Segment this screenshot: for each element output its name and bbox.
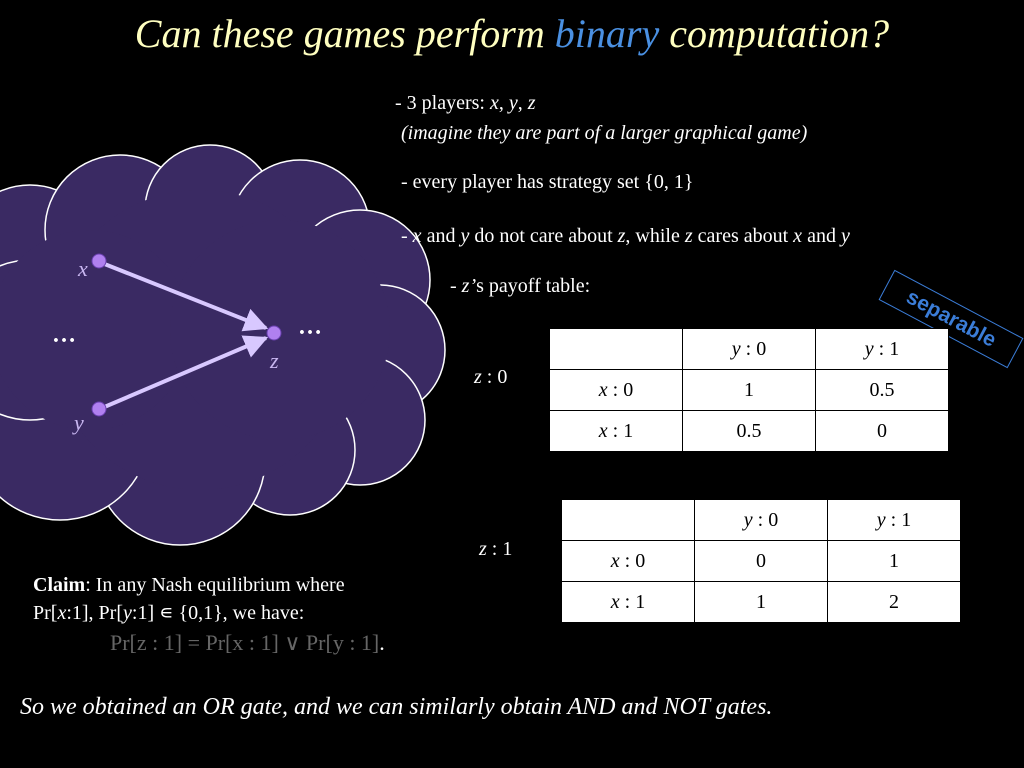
bullet-payoff: - z’s payoff table: xyxy=(450,275,591,297)
table-cell: 1 xyxy=(827,540,961,582)
cloud-graph xyxy=(0,144,446,546)
node-x xyxy=(91,253,107,269)
table-header-cell: y : 0 xyxy=(682,328,816,370)
table-cell: 1 xyxy=(682,369,816,411)
claim-line-1: Claim: In any Nash equilibrium where xyxy=(33,574,345,596)
table-row: x : 0 0 1 xyxy=(561,540,961,582)
dots-left: … xyxy=(52,322,76,348)
claim-text: Claim: In any Nash equilibrium where Pr[… xyxy=(33,571,345,627)
bullet-strategy: - every player has strategy set {0, 1} xyxy=(401,171,694,193)
footer-conclusion: So we obtained an OR gate, and we can si… xyxy=(20,694,773,720)
table-cell: 0.5 xyxy=(682,410,816,452)
table-corner-cell xyxy=(549,328,683,370)
bullet-players-note: (imagine they are part of a larger graph… xyxy=(401,122,808,144)
payoff-table-z0: y : 0 y : 1 x : 0 1 0.5 x : 1 0.5 0 xyxy=(549,328,949,452)
claim-formula: Pr[z : 1] = Pr[x : 1] ∨ Pr[y : 1]. xyxy=(110,630,385,655)
label-y: y xyxy=(74,410,84,435)
slide-title: Can these games perform binary computati… xyxy=(0,10,1024,57)
dots-right: … xyxy=(298,314,322,340)
table-header-cell: y : 0 xyxy=(694,499,828,541)
title-prefix: Can these games perform xyxy=(134,11,555,56)
table-z1-label: z : 1 xyxy=(479,538,513,560)
table-header-cell: y : 1 xyxy=(827,499,961,541)
table-corner-cell xyxy=(561,499,695,541)
table-row-header: x : 0 xyxy=(561,540,695,582)
table-row: x : 1 0.5 0 xyxy=(549,410,949,452)
title-suffix: computation? xyxy=(659,11,890,56)
table-z0-label: z : 0 xyxy=(474,366,508,388)
bullet-care: - x and y do not care about z, while z c… xyxy=(401,225,850,247)
table-header-cell: y : 1 xyxy=(815,328,949,370)
node-y xyxy=(91,401,107,417)
node-z xyxy=(266,325,282,341)
table-cell: 0 xyxy=(694,540,828,582)
claim-line-2: Pr[x:1], Pr[y:1] ∊ {0,1}, we have: xyxy=(33,602,305,624)
edge-y-z xyxy=(101,335,269,410)
table-header-row: y : 0 y : 1 xyxy=(549,328,949,370)
payoff-table-z1: y : 0 y : 1 x : 0 0 1 x : 1 1 2 xyxy=(561,499,961,623)
table-cell: 0.5 xyxy=(815,369,949,411)
table-row-header: x : 1 xyxy=(549,410,683,452)
table-row: x : 0 1 0.5 xyxy=(549,369,949,411)
table-row-header: x : 1 xyxy=(561,581,695,623)
table-cell: 0 xyxy=(815,410,949,452)
table-header-row: y : 0 y : 1 xyxy=(561,499,961,541)
label-x: x xyxy=(78,256,88,281)
edge-x-z xyxy=(101,261,269,332)
title-highlight: binary xyxy=(554,11,660,56)
bullet-players: - 3 players: x, y, z xyxy=(395,92,536,114)
table-row: x : 1 1 2 xyxy=(561,581,961,623)
label-z: z xyxy=(270,348,279,373)
table-cell: 1 xyxy=(694,581,828,623)
table-cell: 2 xyxy=(827,581,961,623)
table-row-header: x : 0 xyxy=(549,369,683,411)
graph-edges xyxy=(101,261,269,410)
